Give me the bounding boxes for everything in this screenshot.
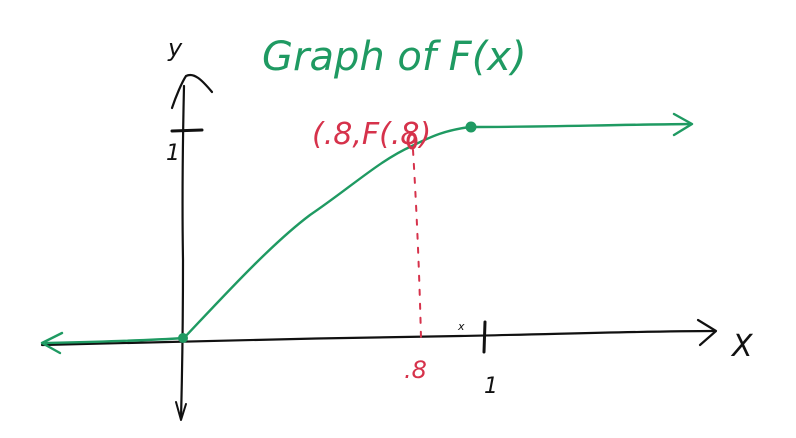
highlighted-point [406, 132, 418, 150]
x-tick-1: 1 [482, 320, 498, 399]
y-axis: y [167, 34, 214, 421]
point-label: (.8,F(.8) [312, 117, 431, 152]
y-axis-arrowhead [170, 73, 214, 110]
curve-left-tail [44, 336, 186, 345]
x-tick-label: 1 [484, 374, 498, 399]
x-axis: X [40, 318, 754, 364]
curve-left-arrowhead [40, 331, 64, 355]
y-axis-down-arrowhead [175, 401, 187, 421]
x-axis-label: X [730, 329, 754, 364]
curve-rising-section [182, 125, 472, 340]
graph-title: Graph of F(x) [262, 34, 527, 80]
x-axis-small-mark: x [457, 320, 465, 333]
cdf-curve [40, 112, 694, 355]
dashed-drop-line [412, 149, 422, 339]
plateau-point [465, 121, 477, 133]
x-value-label: .8 [404, 356, 427, 384]
y-tick-label: 1 [166, 141, 180, 166]
origin-point [178, 333, 188, 343]
y-axis-label: y [167, 34, 183, 62]
point-annotation: (.8,F(.8) .8 [312, 117, 431, 384]
y-tick-1: 1 [166, 128, 204, 166]
curve-right-arrowhead [672, 112, 694, 137]
curve-flat-section [468, 122, 692, 129]
x-axis-arrowhead [696, 318, 718, 347]
